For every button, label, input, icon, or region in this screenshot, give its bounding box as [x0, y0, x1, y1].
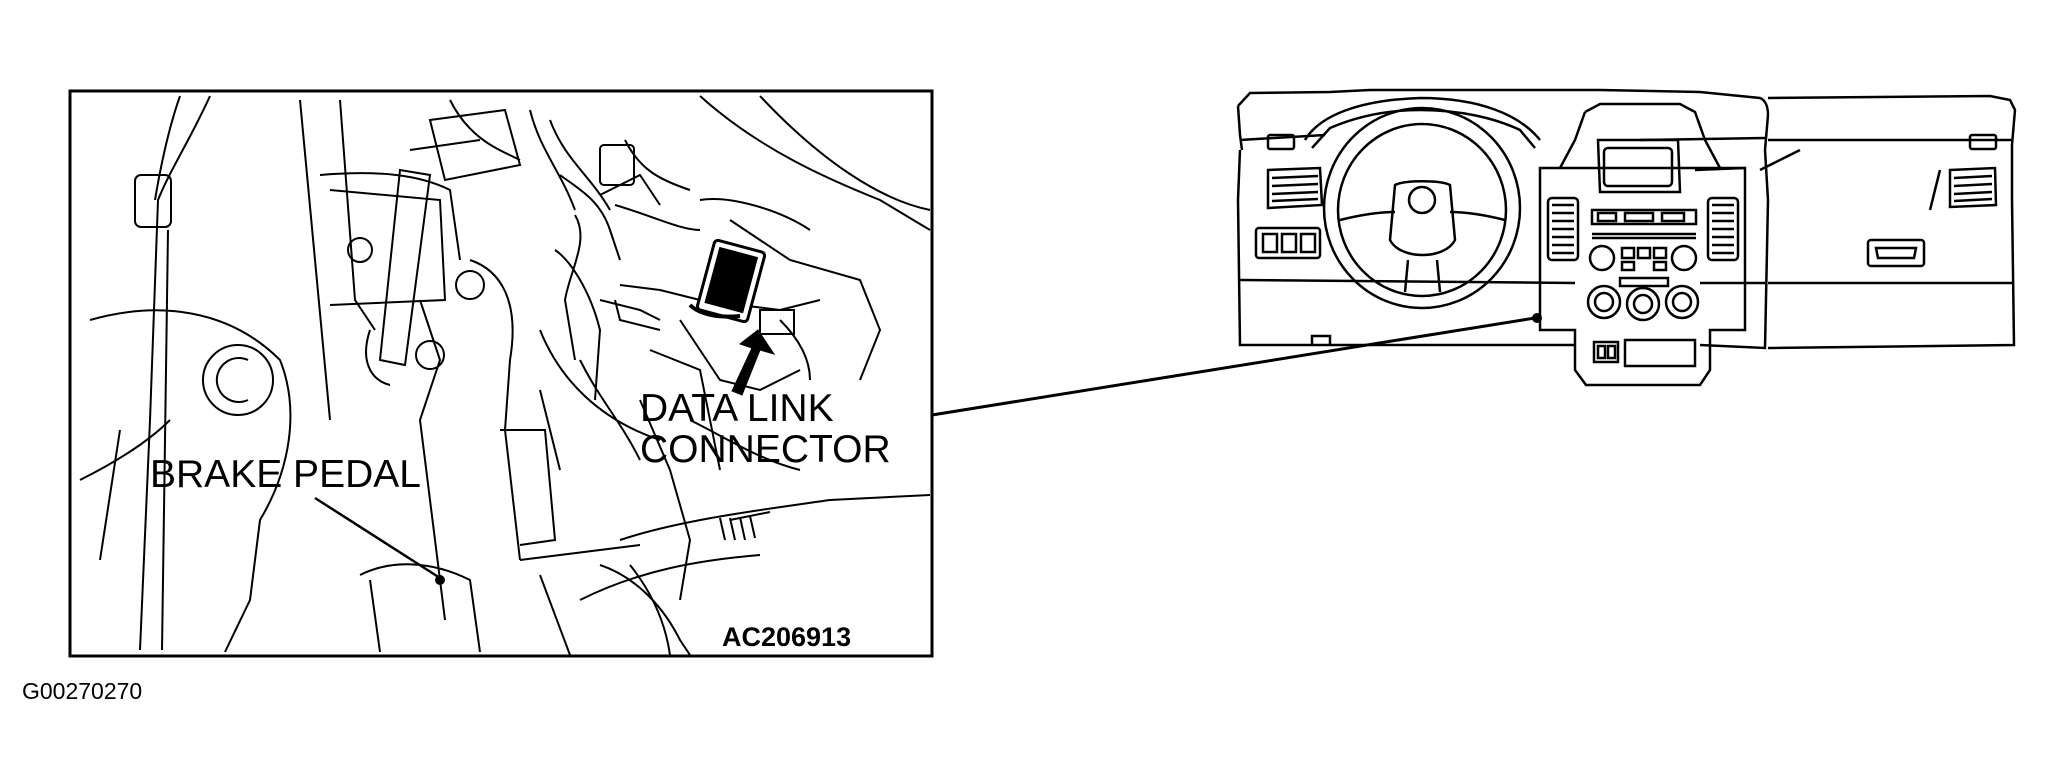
data-link-connector-part — [688, 238, 767, 324]
data-link-connector-label-line1: DATA LINK — [640, 387, 834, 430]
steering-wheel-drawing — [1322, 106, 1522, 310]
inset-frame — [68, 89, 934, 658]
brake-pedal-leader — [314, 496, 441, 580]
center-console-drawing — [1538, 102, 1747, 387]
inset-code: AC206913 — [722, 622, 852, 652]
figure-id: G00270270 — [22, 678, 143, 704]
detail-inset — [68, 89, 934, 658]
data-link-connector-label-line2: CONNECTOR — [640, 428, 891, 471]
dashboard-outline-right — [1767, 94, 2017, 350]
connector-arrow — [731, 329, 776, 396]
dashboard-overview — [1236, 88, 1998, 387]
brake-pedal-label: BRAKE PEDAL — [150, 453, 421, 496]
inset-to-dashboard-leader — [931, 313, 1542, 417]
